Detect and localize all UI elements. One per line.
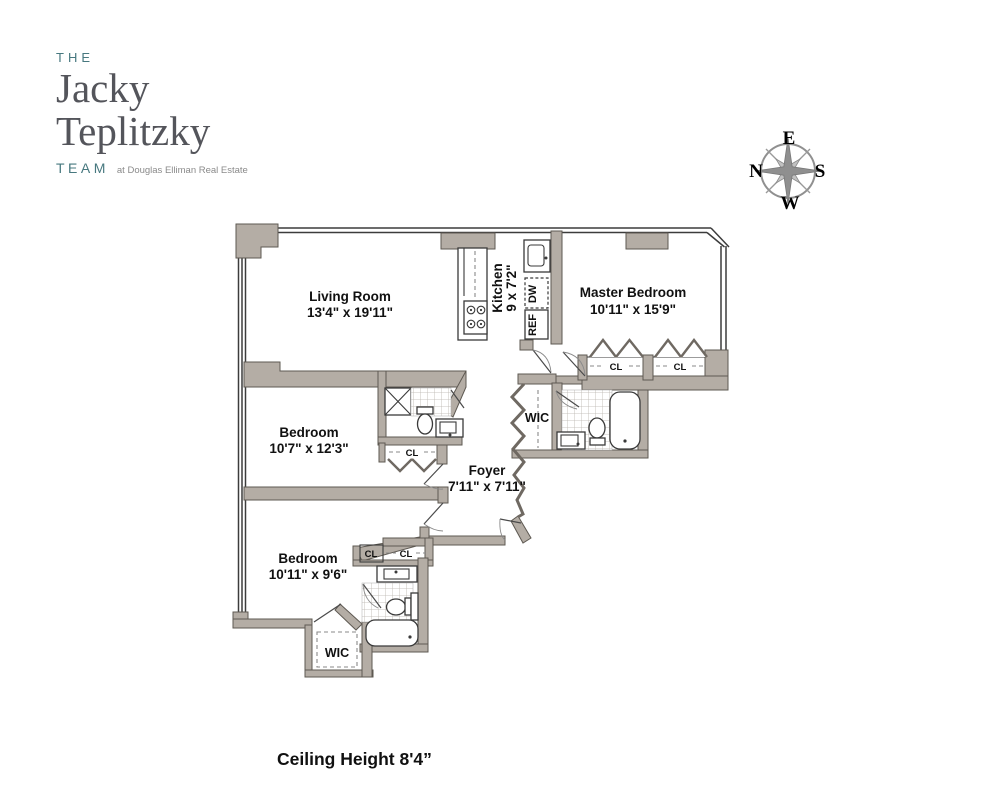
wall-kitchen-right xyxy=(550,230,563,345)
closet-doors xyxy=(359,338,708,563)
wall-wic-top xyxy=(517,373,557,385)
toilet3-tank xyxy=(404,597,412,616)
wall-wic3-bottom xyxy=(304,669,374,678)
wall-master-cl-stub-left xyxy=(577,354,588,381)
ceiling-height-note: Ceiling Height 8'4” xyxy=(277,749,432,769)
wall-living-bedroom2 xyxy=(243,361,467,388)
foyer-dims: 7'11" x 7'11" xyxy=(448,479,526,494)
bathtub3 xyxy=(365,619,419,647)
master-bedroom-dims: 10'11" x 15'9" xyxy=(590,302,676,317)
foyer-door-north xyxy=(423,463,444,485)
wall-bedroom2-bottom xyxy=(243,486,449,501)
compass-west: W xyxy=(781,193,800,214)
sink3 xyxy=(376,565,418,583)
wall-top-pier-kitchen xyxy=(440,232,496,250)
wall-bath2-bottom xyxy=(377,436,463,446)
cl-label: CL xyxy=(406,448,419,459)
master-bedroom-door xyxy=(562,351,586,377)
stove xyxy=(463,300,488,335)
kitchen-fixtures xyxy=(457,239,551,341)
bathroom3-fixtures xyxy=(316,565,419,668)
wall-top-left-column xyxy=(235,223,279,259)
kitchen-dims: 9 x 7'2" xyxy=(504,264,519,311)
bathroom2-fixtures xyxy=(384,387,465,438)
wall-master-cl-stub-mid xyxy=(642,354,654,381)
cl3a-box xyxy=(359,544,384,563)
doors xyxy=(313,349,586,623)
logo-team: TEAM xyxy=(56,160,109,176)
logo-tagline: at Douglas Elliman Real Estate xyxy=(116,165,248,176)
master-cl2-bifold xyxy=(654,338,708,358)
dishwasher xyxy=(524,277,549,309)
bath2-door xyxy=(450,389,465,409)
wic3-label: WIC xyxy=(325,646,349,660)
master-bedroom-label: Master Bedroom xyxy=(580,285,687,300)
wic3-door xyxy=(313,603,342,623)
bath3-door xyxy=(362,583,382,609)
master-bath-door xyxy=(555,390,580,408)
wall-kitchen-door-stub xyxy=(519,339,534,351)
refrigerator-label: REF xyxy=(527,314,539,336)
living-room-dims: 13'4" x 19'11" xyxy=(307,305,393,320)
kitchen-sink-basin xyxy=(527,244,545,267)
compass-north: N xyxy=(749,161,763,182)
logo-the: THE xyxy=(56,50,94,65)
wall-entry-jamb xyxy=(510,515,532,544)
foyer-label: Foyer xyxy=(469,463,507,478)
master-toilet-bowl xyxy=(588,417,606,439)
master-bathtub xyxy=(609,391,641,450)
wall-wic3-left xyxy=(304,624,313,678)
bath3-shelf xyxy=(410,592,419,621)
wall-wic3-diagonal xyxy=(334,603,363,631)
bedroom3-dims: 10'11" x 9'6" xyxy=(269,567,348,582)
compass-east: E xyxy=(783,128,796,149)
cl-label: CL xyxy=(400,549,413,560)
entry-door xyxy=(499,518,522,524)
stove-burner xyxy=(466,319,476,329)
master-bath-fixtures xyxy=(509,382,641,519)
cl-label: CL xyxy=(610,362,623,373)
shower-x xyxy=(384,387,412,416)
wall-bath3-right xyxy=(417,557,429,653)
wall-master-cl-bottom-b xyxy=(581,375,729,391)
wall-foyer-bottom-stub xyxy=(419,526,430,539)
cl-label: CL xyxy=(674,362,687,373)
wall-bedroom3-bottom xyxy=(232,618,313,629)
dishwasher-label: DW xyxy=(527,284,539,303)
bedroom2-dims: 10'7" x 12'3" xyxy=(269,441,348,456)
toilet2-tank xyxy=(416,406,434,415)
toilet2-bowl xyxy=(416,413,434,435)
cl2-bifold xyxy=(387,458,437,473)
bedroom3-label: Bedroom xyxy=(278,551,337,566)
wic-master-label: WIC xyxy=(525,411,549,425)
stove-burner xyxy=(476,305,486,315)
room-labels: Living Room 13'4" x 19'11" Kitchen 9 x 7… xyxy=(269,263,687,660)
master-cl1-bifold xyxy=(589,338,644,358)
wic-zigzag-wall xyxy=(509,382,527,519)
logo-last-name: Teplitzky xyxy=(56,108,211,154)
compass-rose: E S W N xyxy=(749,128,825,214)
cl-label: CL xyxy=(365,549,378,560)
wall-top-pier-master xyxy=(625,232,669,250)
living-room-label: Living Room xyxy=(309,289,391,304)
wall-cl2-left-stub xyxy=(378,442,386,463)
wall-cl2-right-stub xyxy=(436,444,448,465)
wall-master-bath-bottom xyxy=(511,449,649,459)
bedroom2-label: Bedroom xyxy=(279,425,338,440)
toilet3-bowl xyxy=(385,598,407,616)
refrigerator xyxy=(524,309,549,340)
foyer-door-south xyxy=(423,502,444,525)
wic3-outline xyxy=(316,631,358,668)
master-toilet-tank xyxy=(589,437,606,446)
stove-burner xyxy=(476,319,486,329)
stove-burner xyxy=(466,305,476,315)
compass-south: S xyxy=(815,161,826,182)
brand-logo: THE Jacky Teplitzky TEAM at Douglas Elli… xyxy=(56,50,248,176)
logo-first-name: Jacky xyxy=(56,65,150,111)
kitchen-label: Kitchen xyxy=(490,263,505,313)
kitchen-door xyxy=(532,349,552,374)
